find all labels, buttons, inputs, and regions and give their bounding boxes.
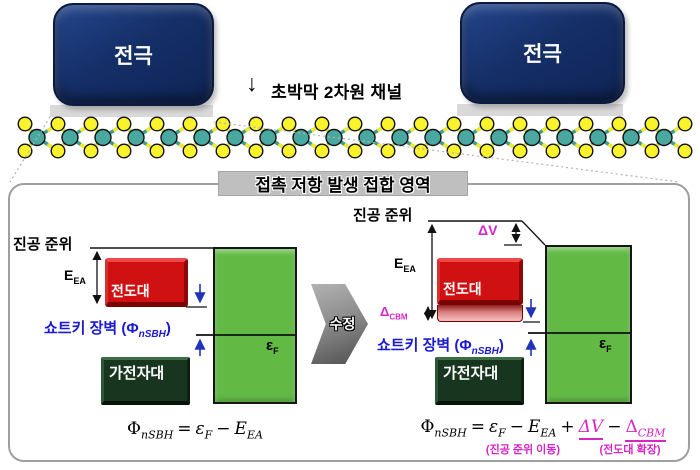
electrode-left-label: 전극 [114,44,153,68]
valence-band-label-right: 가전자대 [443,365,499,382]
valence-band-label-left: 가전자대 [109,365,165,382]
molecule-chain [17,116,693,159]
vacuum-level-label-left: 진공 준위 [13,236,73,253]
electrode-right: 전극 [460,2,625,104]
note-vacuum-shift: (진공 준위 이동) [485,444,561,456]
conduction-band-label-left: 전도대 [111,283,150,299]
junction-banner: 접촉 저항 발생 접합 영역 [218,171,468,196]
formula-right: ΦnSBH=εF−EEA+ΔV−ΔCBM [398,417,688,443]
electrode-left: 전극 [53,3,214,106]
schottky-barrier-label-left: 쇼트키 장벽 (ΦnSBH) [44,320,171,340]
formula-left: ΦnSBH=εF−EEA [127,419,263,442]
callout-dash-left [9,116,51,183]
valence-band-box-right: 가전자대 [435,357,524,405]
down-arrow-icon: ↓ [246,70,258,96]
schottky-barrier-label-right: 쇼트키 장벽 (ΦnSBH) [377,337,504,357]
electrode-right-label: 전극 [523,43,562,66]
conduction-band-label-right: 전도대 [443,281,482,297]
valence-band-box-left: 가전자대 [101,357,190,405]
delta-v-label: ΔV [478,222,498,238]
channel-label: 초박막 2차원 채널 [271,83,403,102]
cbm-extension-box [437,305,523,322]
metal-band-box-right [545,245,632,404]
fermi-level-label-right: εF [599,335,612,354]
electron-affinity-label-right: EEA [394,255,416,274]
delta-cbm-label: ΔCBM [380,304,408,322]
conduction-band-box-right: 전도대 [437,258,523,305]
vacuum-level-label-right: 진공 준위 [353,207,413,224]
contact-pad-left [50,105,213,117]
note-cbm-expansion: (전도대 확장) [599,444,661,456]
contact-pad-right [457,104,623,116]
electron-affinity-label-left: EEA [64,267,86,286]
conduction-band-box-left: 전도대 [105,258,188,307]
fermi-level-label-left: εF [266,337,279,356]
modify-arrow-label: 수정 [329,316,356,332]
metal-band-box-left [213,247,297,404]
